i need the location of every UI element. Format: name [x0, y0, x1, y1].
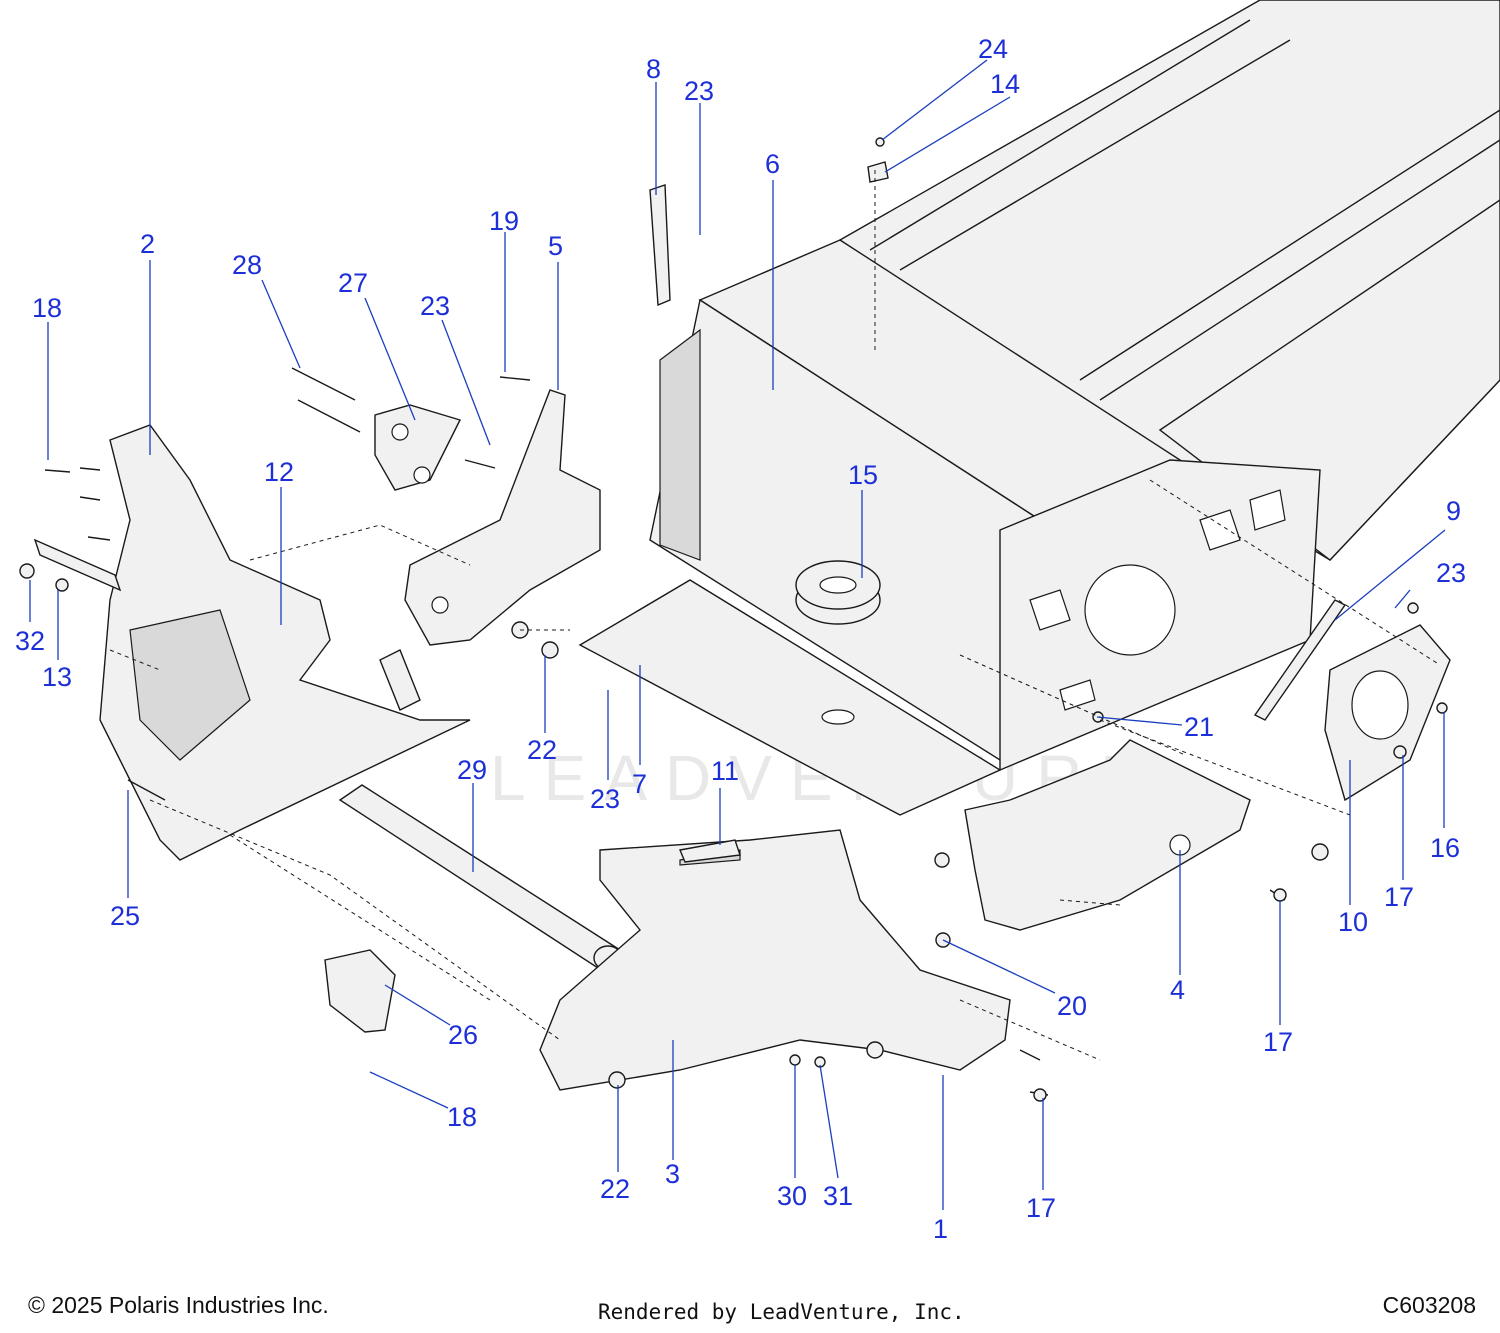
part-7-plate [578, 579, 1002, 816]
part-1-lower-frame [539, 829, 1011, 1091]
callout-30: 30 [777, 1181, 807, 1211]
assembly-lines [109, 170, 1441, 1061]
part-13-strap [33, 538, 122, 592]
callout-16: 16 [1430, 833, 1460, 863]
callout-25: 25 [110, 901, 140, 931]
callout-7: 7 [632, 769, 647, 799]
part-10-plate [1324, 624, 1451, 802]
fasteners [19, 137, 1448, 1102]
callout-21: 21 [1184, 712, 1214, 742]
tunnel-assembly [649, 0, 1500, 772]
callout-23-top: 23 [684, 76, 714, 106]
part-4-bracket [964, 739, 1251, 931]
callout-23-mid: 23 [420, 291, 450, 321]
callout-28: 28 [232, 250, 262, 280]
part-5-bracket [404, 389, 601, 646]
diagram-code: C603208 [1382, 1292, 1476, 1318]
callout-6: 6 [765, 149, 780, 179]
callout-12: 12 [264, 457, 294, 487]
callout-27: 27 [338, 268, 368, 298]
callout-29: 29 [457, 755, 487, 785]
callout-32: 32 [15, 626, 45, 656]
callout-3: 3 [665, 1159, 680, 1189]
callout-17-bottom: 17 [1026, 1193, 1056, 1223]
callout-1: 1 [933, 1214, 948, 1244]
leader-lines [29, 59, 1446, 1210]
part-2-left-frame [99, 424, 471, 861]
callout-labels: 1 2 3 4 5 6 7 8 9 10 11 12 13 14 15 16 1… [15, 34, 1466, 1244]
part-15-spacer [795, 560, 881, 625]
callout-10: 10 [1338, 907, 1368, 937]
callout-22-top: 22 [527, 735, 557, 765]
callout-23-plate: 23 [590, 784, 620, 814]
callout-18-bottom: 18 [447, 1102, 477, 1132]
callout-11: 11 [711, 756, 739, 786]
callout-8: 8 [646, 54, 661, 84]
callout-14: 14 [990, 69, 1020, 99]
callout-22-bottom: 22 [600, 1174, 630, 1204]
callout-23-right: 23 [1436, 558, 1466, 588]
part-8-strap [649, 184, 671, 307]
part-26-clip [324, 949, 396, 1033]
callout-20: 20 [1057, 991, 1087, 1021]
callout-26: 26 [448, 1020, 478, 1050]
callout-2: 2 [140, 229, 155, 259]
part-27-mount [374, 404, 461, 491]
part-11-bracket [679, 839, 741, 863]
rendered-by-text: Rendered by LeadVenture, Inc. [598, 1300, 965, 1324]
callout-13: 13 [42, 662, 72, 692]
callout-24: 24 [978, 34, 1008, 64]
part-9-strap [1253, 599, 1347, 721]
callout-17-mid: 17 [1263, 1027, 1293, 1057]
callout-19: 19 [489, 206, 519, 236]
callout-5: 5 [548, 231, 563, 261]
exploded-parts-diagram: LEADVENTURE [15, 0, 1500, 1244]
callout-9: 9 [1446, 496, 1461, 526]
callout-31: 31 [823, 1181, 853, 1211]
callout-17-right: 17 [1384, 882, 1414, 912]
copyright-text: © 2025 Polaris Industries Inc. [28, 1292, 329, 1318]
callout-15: 15 [848, 460, 878, 490]
callout-18-top: 18 [32, 293, 62, 323]
callout-4: 4 [1170, 975, 1185, 1005]
